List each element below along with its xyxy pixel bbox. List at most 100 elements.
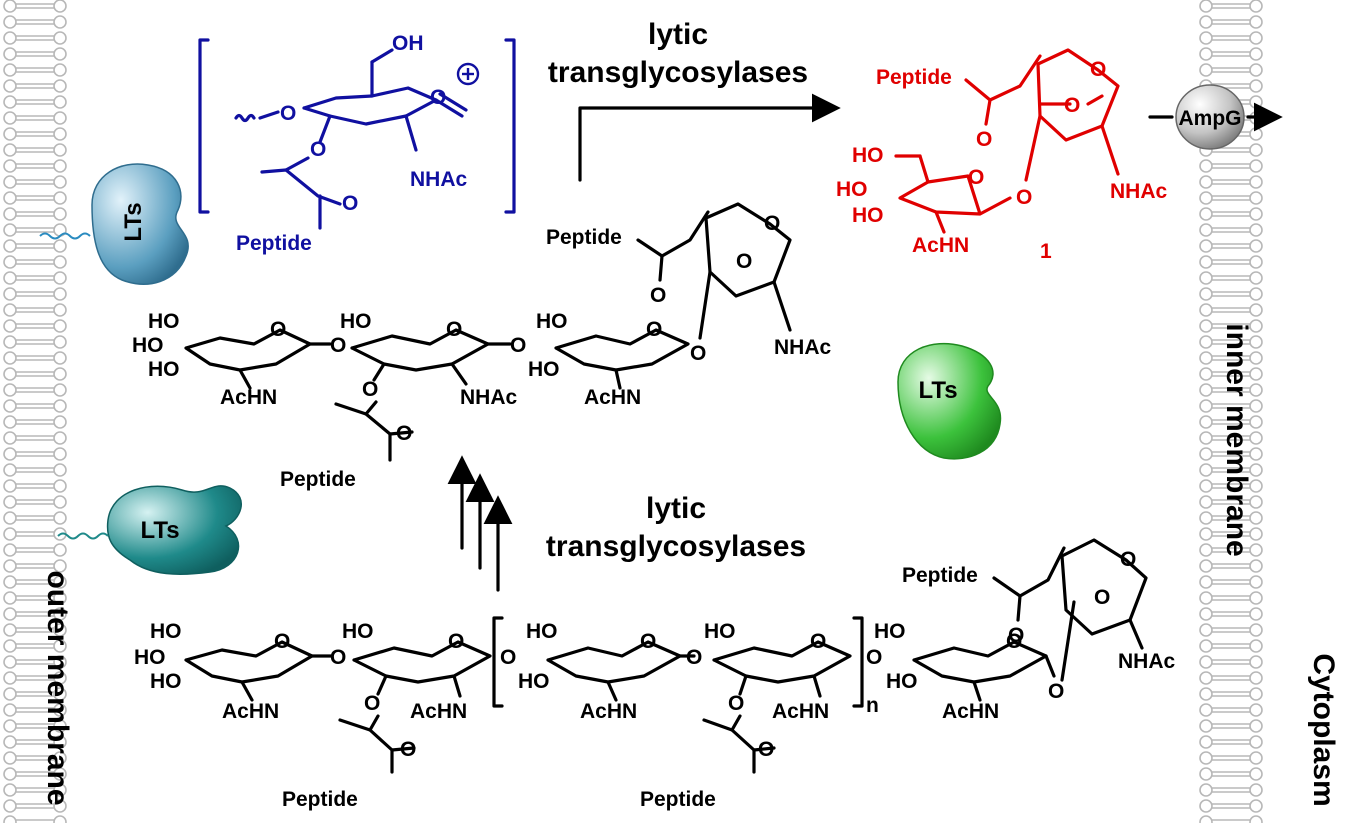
inner-membrane-lipid-row — [1199, 511, 1263, 525]
outer-membrane-lipid-row — [3, 719, 67, 733]
repeat-bracket-right — [852, 616, 864, 708]
inner-membrane-lipid-row — [1199, 671, 1263, 685]
lts-enzyme-upper: LTs — [39, 163, 189, 285]
intermediate-o3: O — [310, 138, 326, 161]
outer-membrane-lipid-row — [3, 687, 67, 701]
outer-membrane-lipid-row — [3, 559, 67, 573]
inner-membrane-lipid-row — [1199, 15, 1263, 29]
product-ring-o: O — [968, 166, 984, 189]
bot-glycosidic-o-4: O — [866, 646, 882, 669]
outer-membrane-lipid-row — [3, 95, 67, 109]
mid-ho-c6: HO — [536, 310, 568, 333]
outer-membrane-lipid-row — [3, 623, 67, 637]
bot-ho-a6: HO — [150, 620, 182, 643]
bot-achn-d: AcHN — [772, 700, 829, 723]
inner-membrane-lipid-row — [1199, 607, 1263, 621]
outer-membrane-lipid-row — [3, 383, 67, 397]
outer-membrane-lipid-row — [3, 271, 67, 285]
outer-membrane-lipid-row — [3, 639, 67, 653]
outer-membrane-lipid-row — [3, 111, 67, 125]
outer-membrane-lipid-row — [3, 415, 67, 429]
inner-membrane-lipid-row — [1199, 703, 1263, 717]
inner-membrane-lipid-row — [1199, 351, 1263, 365]
outer-membrane-lipid-row — [3, 607, 67, 621]
inner-membrane-lipid-row — [1199, 687, 1263, 701]
lipid-anchor-upper — [39, 232, 91, 240]
bot-ho-b6: HO — [342, 620, 374, 643]
product-peptide: Peptide — [876, 66, 952, 89]
mid-ho-a6: HO — [148, 310, 180, 333]
mid-carbonyl-o-top: O — [650, 284, 666, 307]
outer-membrane-lipid-row — [3, 463, 67, 477]
inner-membrane-label: inner membrane — [1220, 323, 1253, 556]
top-enzyme-label-line1: lytic — [648, 18, 708, 51]
outer-membrane-lipid-row — [3, 239, 67, 253]
inner-membrane-lipid-row — [1199, 63, 1263, 77]
inner-membrane-lipid-row — [1199, 47, 1263, 61]
mid-achn-c: AcHN — [584, 386, 641, 409]
inner-membrane-lipid-row — [1199, 815, 1263, 823]
outer-membrane-lipid-row — [3, 255, 67, 269]
lts-soluble-label: LTs — [918, 377, 957, 404]
bot-bridge-o1: O — [1094, 586, 1110, 609]
mid-ring-o-c: O — [646, 318, 662, 341]
mid-enzyme-label-line2: transglycosylases — [546, 530, 806, 563]
inner-membrane-lipid-row — [1199, 543, 1263, 557]
outer-membrane-lipid-row — [3, 815, 67, 823]
inner-membrane-lipid-row — [1199, 447, 1263, 461]
mid-ring-o-a: O — [270, 318, 286, 341]
bot-carbonyl-o-1: O — [400, 738, 416, 761]
bot-achn-e: AcHN — [942, 700, 999, 723]
outer-membrane-lipid-row — [3, 495, 67, 509]
inner-membrane-lipid-row — [1199, 495, 1263, 509]
intermediate-carbonyl-o: O — [342, 192, 358, 215]
bot-glycosidic-o-3: O — [686, 646, 702, 669]
bot-glycosidic-o-1: O — [330, 646, 346, 669]
inner-membrane-lipid-row — [1199, 799, 1263, 813]
outer-membrane-lipid-row — [3, 783, 67, 797]
inner-membrane-lipid-row — [1199, 623, 1263, 637]
outer-membrane-lipid-row — [3, 655, 67, 669]
bot-achn-a: AcHN — [222, 700, 279, 723]
product-ho-6: HO — [852, 144, 884, 167]
product-nhac: NHAc — [1110, 180, 1167, 203]
intermediate-oh: OH — [392, 32, 424, 55]
outer-membrane-lipid-row — [3, 191, 67, 205]
inner-membrane-lipid-row — [1199, 431, 1263, 445]
inner-membrane-lipid-row — [1199, 319, 1263, 333]
outer-membrane-lipid-row — [3, 303, 67, 317]
outer-membrane-lipid-row — [3, 143, 67, 157]
product-bridge-o1: O — [1064, 94, 1080, 117]
oxocarbenium-plus-icon — [456, 62, 480, 86]
outer-membrane-lipid-row — [3, 0, 67, 13]
inner-membrane-lipid-row — [1199, 383, 1263, 397]
bot-ring-o-e: O — [1006, 630, 1022, 653]
intermediate-peptide: Peptide — [236, 232, 312, 255]
outer-membrane-lipid-row — [3, 351, 67, 365]
inner-membrane-lipid-row — [1199, 575, 1263, 589]
outer-membrane-label: outer membrane — [41, 570, 74, 805]
outer-membrane-lipid-row — [3, 47, 67, 61]
bot-glycosidic-o-5: O — [1048, 680, 1064, 703]
mid-bridge-o2: O — [764, 212, 780, 235]
inner-membrane-lipid-row — [1199, 751, 1263, 765]
intermediate-nhac: NHAc — [410, 168, 467, 191]
product-bridge-o2: O — [1090, 58, 1106, 81]
product-ho-3: HO — [852, 204, 884, 227]
outer-membrane-lipid-row — [3, 671, 67, 685]
inner-membrane-lipid-row — [1199, 719, 1263, 733]
mid-glycosidic-o-2: O — [510, 334, 526, 357]
bot-ring-o-b: O — [448, 630, 464, 653]
mid-bridge-o1: O — [736, 250, 752, 273]
intermediate-ring-o5: O — [430, 86, 446, 109]
inner-membrane-lipid-row — [1199, 159, 1263, 173]
outer-membrane-lipid-row — [3, 751, 67, 765]
bot-glycosidic-o-2: O — [500, 646, 516, 669]
product-glycosidic-o: O — [1016, 186, 1032, 209]
inner-membrane-lipid-row — [1199, 463, 1263, 477]
mid-ho-c3: HO — [528, 358, 560, 381]
bot-ho-a4: HO — [134, 646, 166, 669]
lts-enzyme-lower: LTs — [57, 485, 242, 575]
ampg-label: AmpG — [1179, 107, 1242, 130]
outer-membrane-lipid-row — [3, 127, 67, 141]
